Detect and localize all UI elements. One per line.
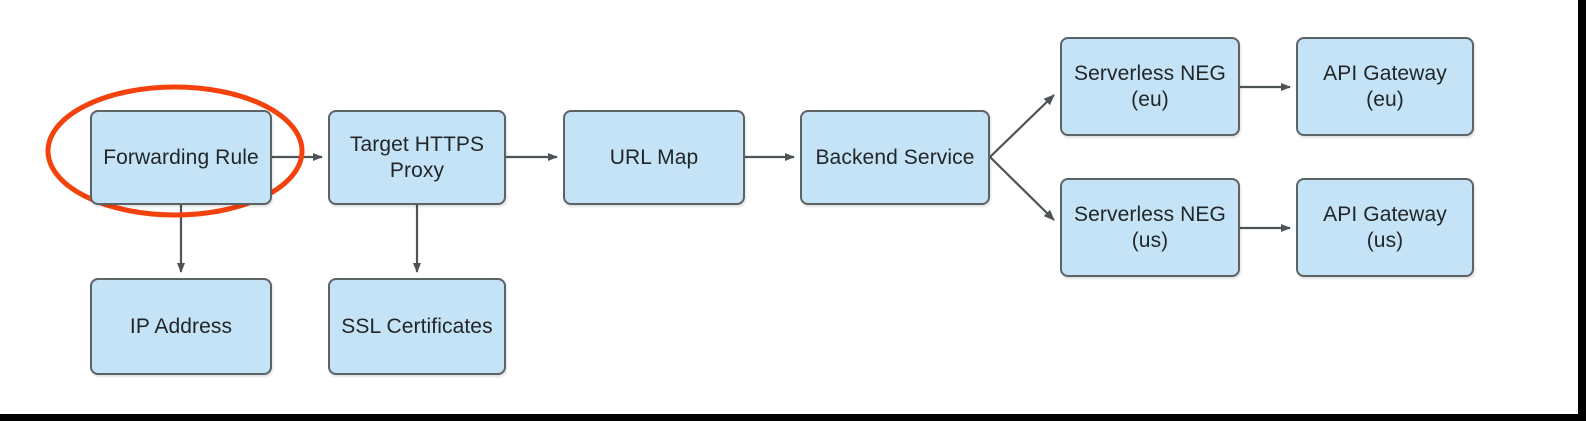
node-label: Target HTTPS Proxy xyxy=(349,132,485,182)
node-label: Serverless NEG (us) xyxy=(1074,202,1226,252)
frame-edge-bottom xyxy=(0,414,1586,421)
node-label: IP Address xyxy=(129,314,233,338)
node-label: Serverless NEG (eu) xyxy=(1074,61,1226,111)
node-label: API Gateway (eu) xyxy=(1323,61,1447,111)
node-api-gateway-us[interactable]: API Gateway (us) xyxy=(1296,178,1474,277)
edge-backend-to-neg-us xyxy=(989,156,1055,221)
node-serverless-neg-us[interactable]: Serverless NEG (us) xyxy=(1060,178,1240,277)
node-forwarding-rule[interactable]: Forwarding Rule xyxy=(90,110,272,205)
node-serverless-neg-eu[interactable]: Serverless NEG (eu) xyxy=(1060,37,1240,136)
node-url-map[interactable]: URL Map xyxy=(563,110,745,205)
node-ip-address[interactable]: IP Address xyxy=(90,278,272,375)
highlight-ellipse-forwarding-rule xyxy=(45,84,305,218)
frame-edge-right xyxy=(1578,0,1586,421)
node-label: Backend Service xyxy=(815,145,975,169)
node-backend-service[interactable]: Backend Service xyxy=(800,110,990,205)
node-api-gateway-eu[interactable]: API Gateway (eu) xyxy=(1296,37,1474,136)
node-label: SSL Certificates xyxy=(341,314,493,338)
node-ssl-certificates[interactable]: SSL Certificates xyxy=(328,278,506,375)
node-label: Forwarding Rule xyxy=(103,145,259,169)
node-target-https-proxy[interactable]: Target HTTPS Proxy xyxy=(328,110,506,205)
node-label: URL Map xyxy=(609,145,699,169)
node-label: API Gateway (us) xyxy=(1323,202,1447,252)
edge-backend-to-neg-eu xyxy=(989,94,1055,158)
